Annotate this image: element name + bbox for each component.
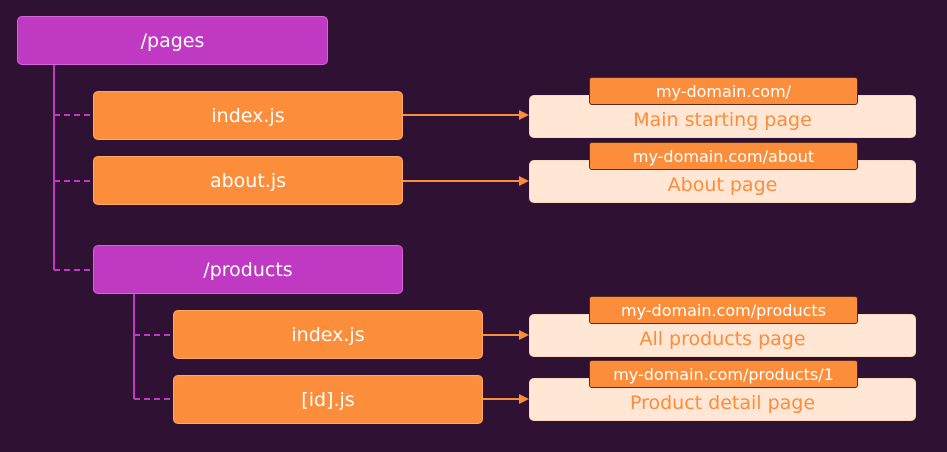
route-url-badge: my-domain.com/ xyxy=(589,77,858,105)
route-url-badge: my-domain.com/about xyxy=(589,142,858,170)
page-label: All products page xyxy=(639,328,806,350)
page-label: Product detail page xyxy=(629,392,816,414)
arrowhead-product-id xyxy=(519,394,529,404)
route-url-badge: my-domain.com/products/1 xyxy=(589,360,858,388)
arrowhead-index xyxy=(519,110,529,120)
products-index-js-node: index.js xyxy=(173,310,483,359)
route-url-badge: my-domain.com/products xyxy=(589,296,858,324)
about-js-node: about.js xyxy=(93,156,403,205)
arrowhead-products-index xyxy=(519,330,529,340)
index-js-node: index.js xyxy=(93,91,403,140)
arrowhead-about xyxy=(519,176,529,186)
tree-connectors xyxy=(53,65,173,400)
route-arrows xyxy=(403,110,529,404)
product-id-js-node: [id].js xyxy=(173,375,483,424)
pages-folder-node: /pages xyxy=(17,16,328,65)
page-label: Main starting page xyxy=(633,109,812,131)
page-label: About page xyxy=(667,174,778,196)
products-folder-node: /products xyxy=(93,245,403,294)
